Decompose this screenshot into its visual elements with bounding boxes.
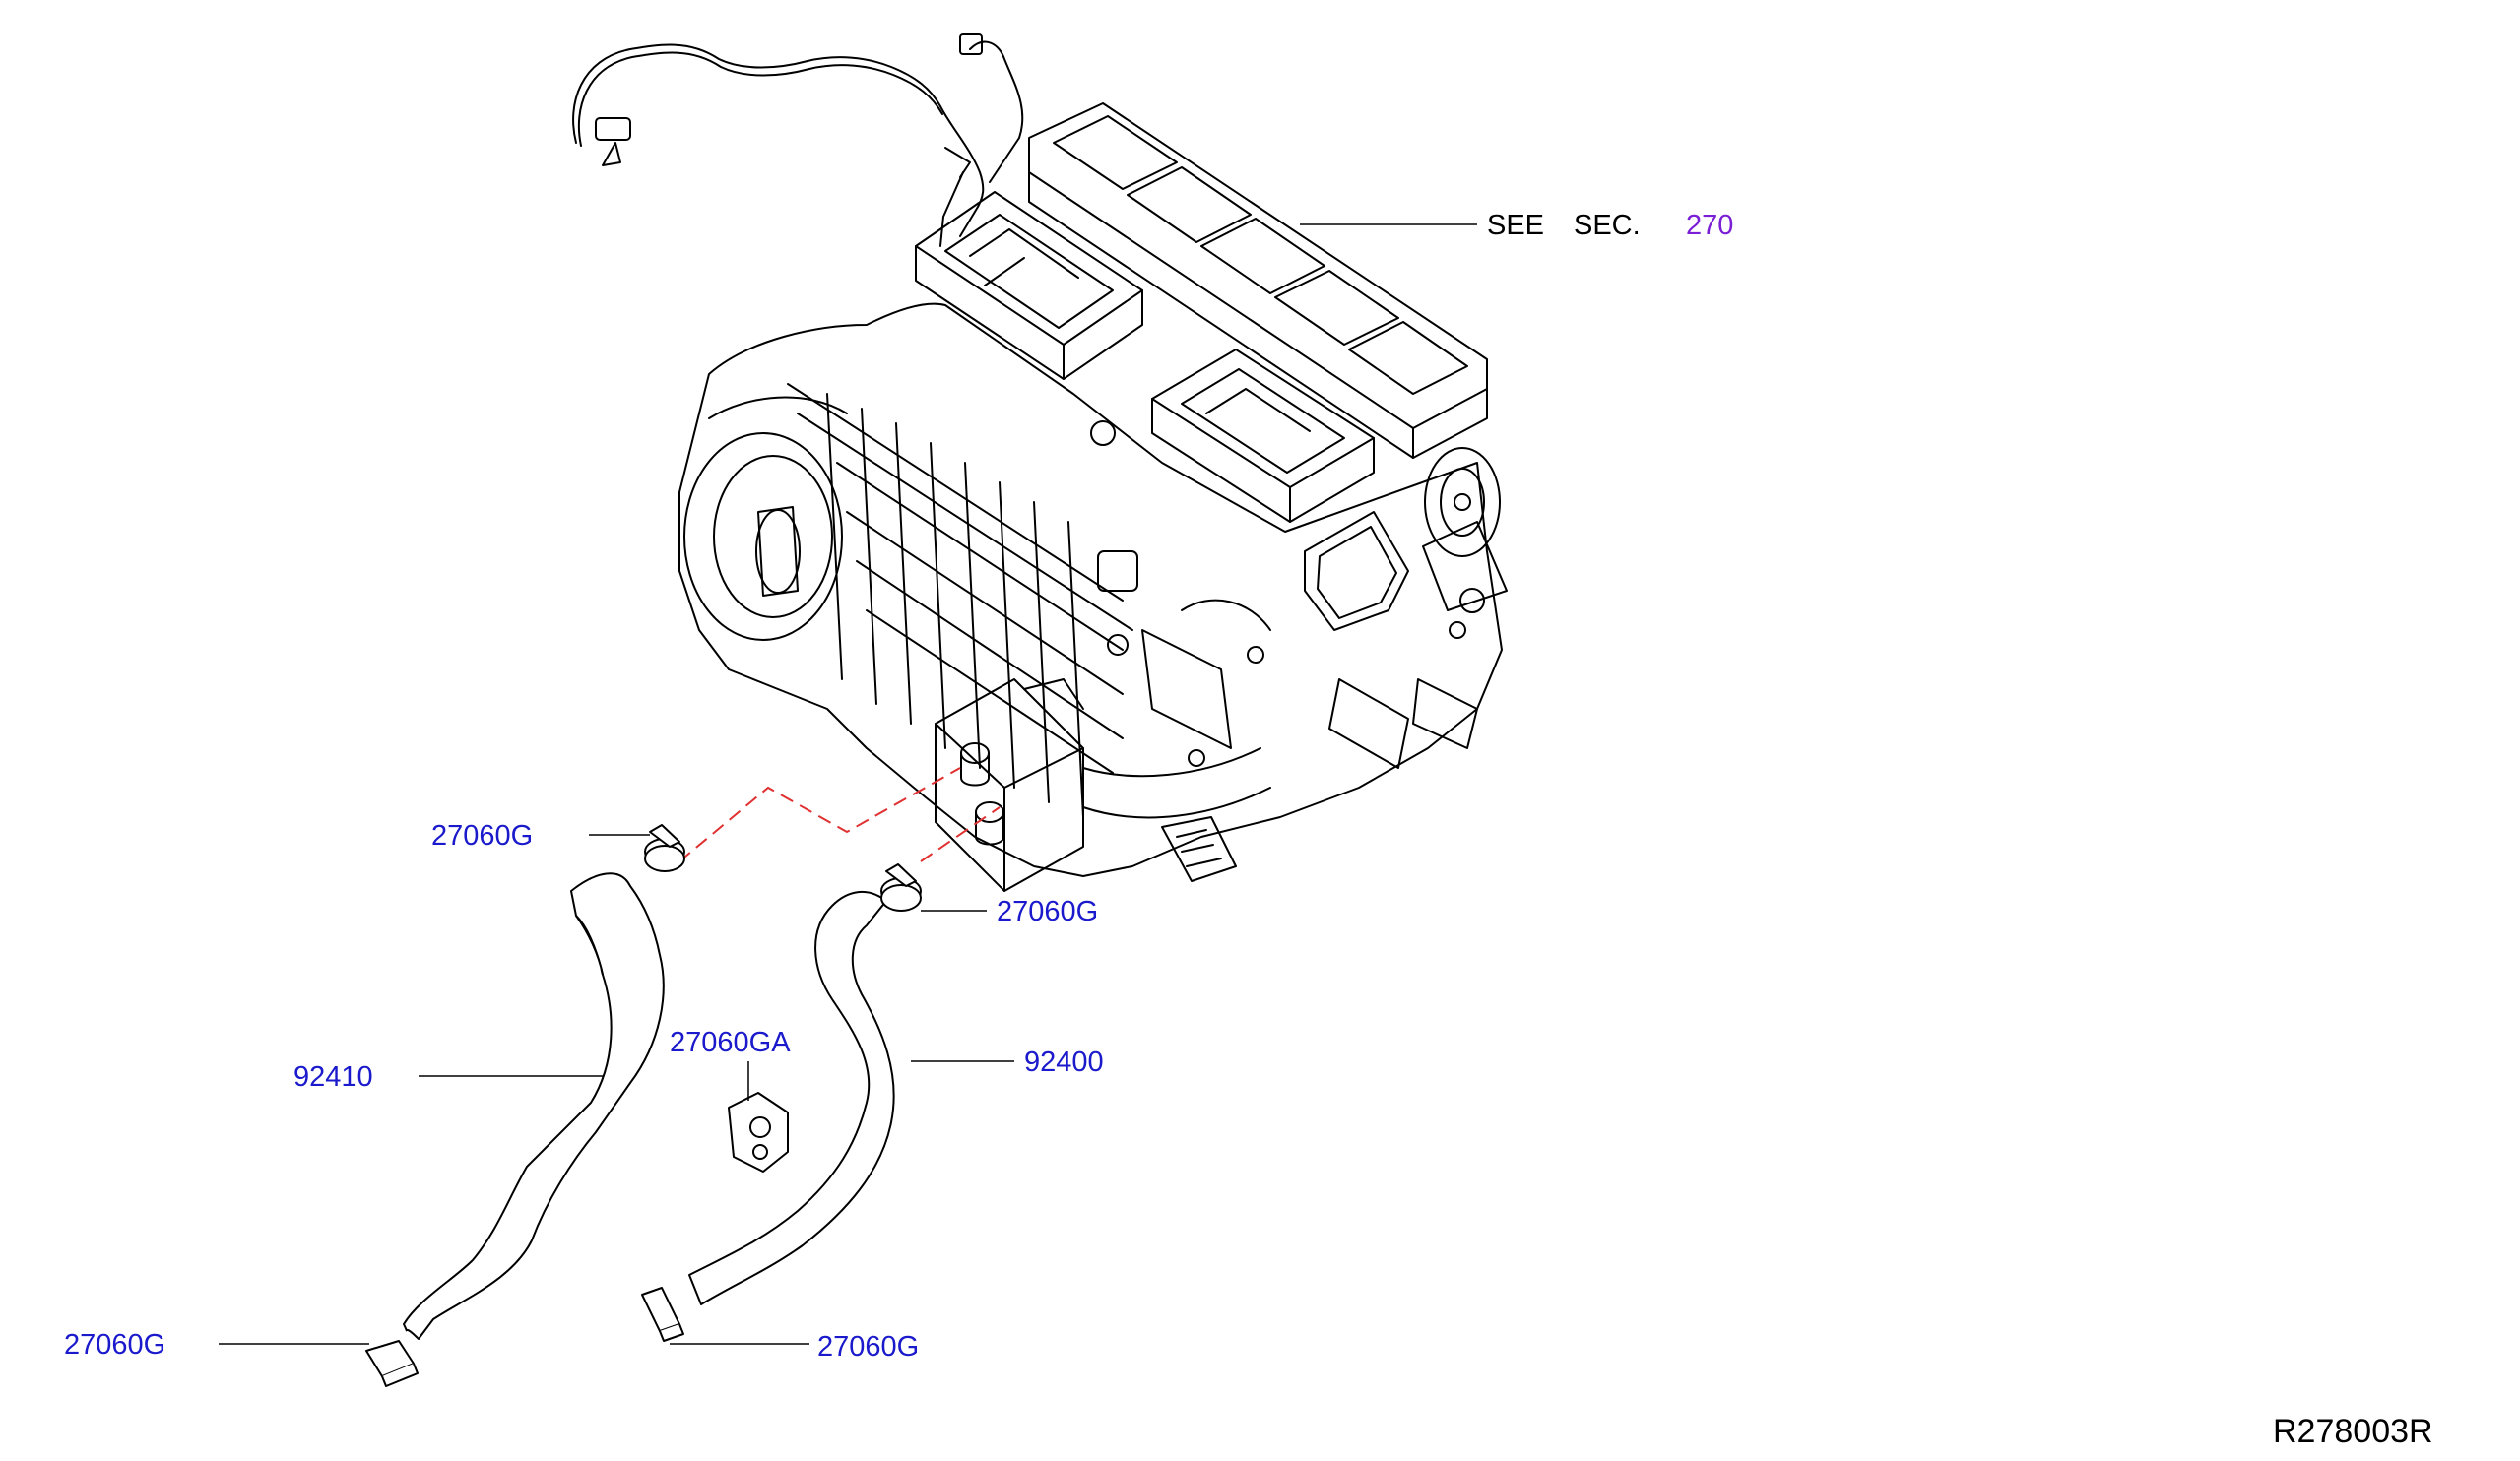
front-duct-frame [915, 191, 1143, 380]
clamp-lower-right-shape [641, 1287, 684, 1342]
right-duct-frame [1151, 349, 1375, 523]
main-housing [678, 302, 1503, 877]
clamp-bracket-shape [728, 1092, 789, 1173]
part-27060g-lower-left-link[interactable]: 27060G [64, 1329, 165, 1361]
part-27060g-lower-right-link[interactable]: 27060G [817, 1331, 919, 1363]
part-27060ga-link[interactable]: 27060GA [670, 1027, 791, 1058]
top-duct-frame [1028, 102, 1488, 459]
clamp-lower-left-shape [365, 1340, 419, 1387]
heater-unit-illustration [572, 33, 1508, 892]
diagram-code: R278003R [2273, 1413, 2433, 1450]
clamps [365, 824, 922, 1387]
hose-92410 [403, 872, 665, 1340]
part-27060g-upper-right-link[interactable]: 27060G [997, 896, 1098, 927]
part-92400-link[interactable]: 92400 [1024, 1047, 1104, 1078]
svg-text:27060G: 27060G [64, 1329, 165, 1361]
hose-92400 [688, 890, 895, 1305]
svg-text:270: 270 [1686, 210, 1733, 241]
leader-lines [219, 223, 1477, 1345]
part-92410-link[interactable]: 92410 [293, 1061, 373, 1093]
clamp-upper-left-shape [644, 824, 685, 872]
svg-text:27060G: 27060G [431, 820, 533, 852]
svg-text:27060G: 27060G [817, 1331, 919, 1363]
svg-text:92400: 92400 [1024, 1047, 1104, 1078]
svg-text:92410: 92410 [293, 1061, 373, 1093]
lower-outlet [1082, 747, 1271, 882]
actuator-motor [1304, 447, 1508, 769]
section-270-link[interactable]: 270 [1686, 210, 1733, 241]
see-label: SEE [1487, 210, 1544, 241]
svg-text:27060GA: 27060GA [670, 1027, 791, 1058]
sec-label: SEC. [1574, 210, 1641, 241]
part-27060g-upper-left-link[interactable]: 27060G [431, 820, 533, 852]
wire-harness [572, 33, 1024, 247]
svg-text:27060G: 27060G [997, 896, 1098, 927]
assembly-guide-lines [678, 767, 1001, 862]
clamp-upper-right-shape [880, 863, 922, 912]
heater-core [935, 678, 1084, 892]
